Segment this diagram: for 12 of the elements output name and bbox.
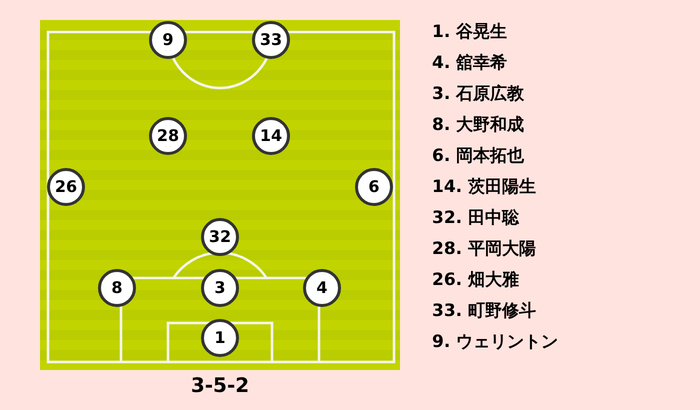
roster-entry: 28. 平岡大陽: [432, 239, 536, 260]
roster-entry: 9. ウェリントン: [432, 332, 558, 353]
roster-entry: 32. 田中聡: [432, 208, 520, 229]
roster-entry: 4. 舘幸希: [432, 53, 508, 74]
roster-entry: 3. 石原広教: [432, 84, 524, 105]
roster-entry: 14. 茨田陽生: [432, 177, 536, 198]
roster-entry: 1. 谷晃生: [432, 22, 508, 43]
formation-caption: 3-5-2: [190, 373, 250, 397]
roster-entry: 26. 畑大雅: [432, 270, 520, 291]
roster-entry: 6. 岡本拓也: [432, 146, 524, 167]
roster-entry: 8. 大野和成: [432, 115, 524, 136]
roster-entry: 33. 町野修斗: [432, 301, 536, 322]
